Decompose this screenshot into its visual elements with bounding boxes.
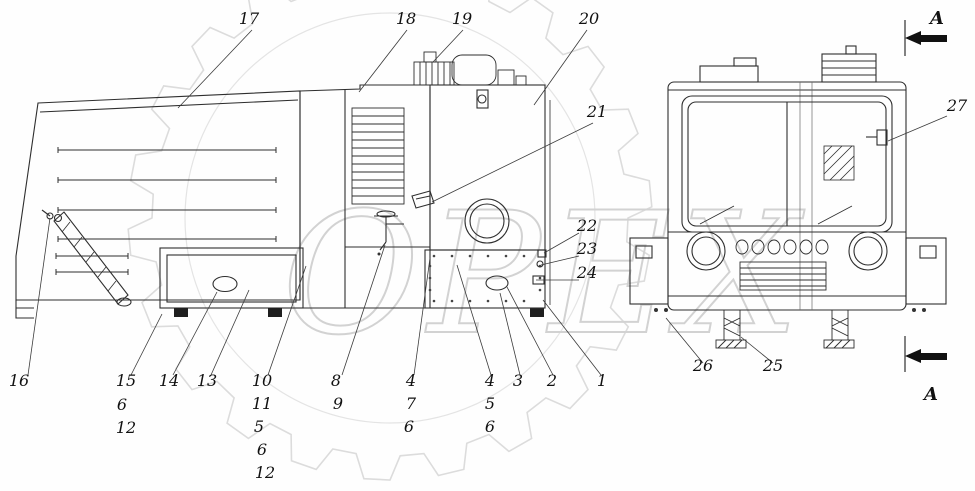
- jack-mount-arm: [41, 209, 51, 217]
- callout-15: 15: [116, 371, 136, 390]
- watermark-text: OPEX: [282, 176, 807, 372]
- callout-21: 21: [586, 102, 607, 121]
- side-compartment: [159, 247, 304, 309]
- callout-19: 19: [452, 9, 472, 28]
- filler-neck: [476, 89, 489, 109]
- callout-6-b: 6: [257, 440, 267, 459]
- section-marker-top: [904, 20, 947, 56]
- latch-middle: [536, 260, 544, 268]
- cab-bracket-device: [411, 190, 435, 209]
- van-front-lower-bracket: [15, 300, 34, 319]
- louver-grille: [351, 107, 405, 205]
- watermark: OPEX: [127, 0, 807, 481]
- cab-interior-radiator: [823, 145, 855, 181]
- side-pod-left: [629, 237, 669, 305]
- callout-1: 1: [597, 371, 607, 390]
- gear-watermark-outline: [127, 0, 653, 481]
- side-pod-right: [905, 237, 947, 305]
- callout-9: 9: [333, 394, 343, 413]
- callout-10: 10: [252, 371, 272, 390]
- callout-5-b: 5: [485, 394, 495, 413]
- section-marker-bottom: [904, 336, 947, 372]
- callout-7: 7: [406, 394, 417, 413]
- van-roof-inner-line: [39, 99, 299, 113]
- panel-handle: [485, 275, 509, 291]
- leader-lines: [27, 29, 948, 376]
- drawing: [15, 20, 948, 376]
- roof-muffler-assembly: [413, 51, 527, 86]
- front-view: [629, 45, 947, 349]
- callout-3: 3: [513, 371, 523, 390]
- drain-valve: [374, 210, 404, 256]
- windshield-latch: [866, 129, 888, 146]
- callout-23: 23: [576, 239, 597, 258]
- outrigger-left: [715, 310, 747, 349]
- callout-20: 20: [578, 9, 599, 28]
- outrigger-right: [823, 310, 855, 349]
- callout-12-a: 12: [116, 418, 136, 437]
- callout-6-a: 6: [117, 395, 127, 414]
- panel-joint-lines: [799, 82, 813, 310]
- headlight-left: [686, 231, 726, 271]
- van-side-ribs: [55, 147, 277, 275]
- callout-2: 2: [546, 371, 557, 390]
- callout-24: 24: [576, 263, 597, 282]
- side-view: [15, 51, 551, 319]
- callout-5-a: 5: [254, 417, 264, 436]
- callout-27: 27: [946, 96, 968, 115]
- callout-25: 25: [762, 356, 783, 375]
- hydraulic-jack: [53, 211, 132, 307]
- callout-13: 13: [197, 371, 217, 390]
- callout-14: 14: [159, 371, 179, 390]
- chassis-feet: [174, 308, 544, 317]
- section-letter-top: A: [928, 8, 944, 29]
- front-grille: [735, 239, 829, 291]
- gear-inner-ring: [184, 12, 596, 424]
- callouts: 17 18 19 20 21 22 23 24 27 16 15 6 12 14…: [9, 9, 968, 482]
- callout-4-a: 4: [405, 371, 416, 390]
- roof-box: [699, 65, 759, 83]
- callout-6-c: 6: [404, 417, 414, 436]
- porthole: [464, 198, 510, 244]
- compartment-handle: [212, 275, 238, 293]
- callout-22: 22: [576, 216, 597, 235]
- latch-upper: [537, 249, 547, 258]
- callout-18: 18: [396, 9, 416, 28]
- van-body-outline: [15, 90, 301, 301]
- roof-cap: [733, 57, 757, 67]
- callout-6-d: 6: [485, 417, 495, 436]
- wipers: [699, 205, 853, 225]
- mid-roof-line: [299, 84, 545, 92]
- section-letter-bottom: A: [922, 384, 938, 405]
- callout-12-b: 12: [255, 463, 275, 482]
- callout-26: 26: [692, 356, 713, 375]
- pod-feet-bolts: [654, 308, 926, 312]
- cab-outline: [667, 81, 907, 311]
- callout-17: 17: [239, 9, 260, 28]
- rivet-dots: [428, 254, 542, 303]
- callout-16: 16: [9, 371, 29, 390]
- callout-11: 11: [252, 394, 272, 413]
- callout-4-b: 4: [484, 371, 495, 390]
- exhaust-stack: [821, 45, 877, 83]
- callout-8: 8: [331, 371, 341, 390]
- headlight-right: [848, 231, 888, 271]
